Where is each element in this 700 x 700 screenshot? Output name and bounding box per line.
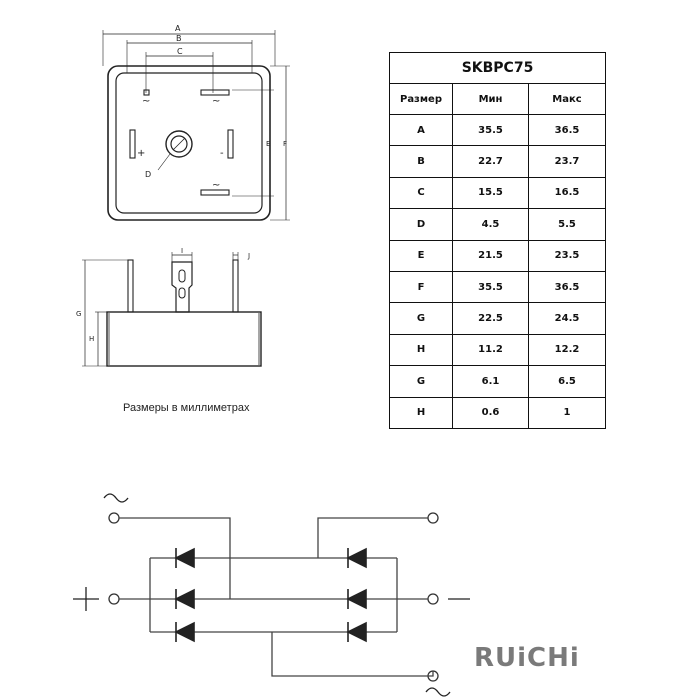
units-caption: Размеры в миллиметрах: [123, 402, 250, 414]
dim-label-c: C: [177, 47, 183, 56]
dim-label-f: F: [283, 140, 287, 148]
dim-label-e: E: [266, 140, 270, 148]
diode-icon: [174, 547, 195, 569]
ac-wave-icon: [425, 687, 451, 697]
ac-symbol: ~: [212, 96, 220, 107]
bridge-schematic: [108, 512, 439, 682]
diode-icon: [174, 621, 195, 643]
dim-label-b: B: [176, 34, 182, 43]
diode-icon: [346, 547, 367, 569]
dim-label-a: A: [175, 24, 181, 33]
top-view: [102, 30, 290, 221]
header-size: Размер: [389, 83, 453, 115]
table-title: SKBPC75: [389, 52, 606, 84]
schematic-symbols: [73, 493, 470, 697]
side-view: [82, 252, 262, 367]
side-view-labels: G H I J: [76, 247, 250, 343]
top-view-labels: A B C D E F ~ ~ ~ + -: [137, 24, 287, 191]
dim-label-i: I: [181, 247, 183, 255]
ac-wave-icon: [103, 493, 129, 503]
brand-logo: RUiCHi: [474, 643, 580, 673]
dim-label-h: H: [89, 335, 94, 343]
plus-symbol: +: [137, 148, 145, 159]
dim-label-g: G: [76, 310, 81, 318]
diode-icon: [174, 588, 195, 610]
ac-symbol: ~: [212, 180, 220, 191]
diodes: [174, 547, 367, 643]
header-max: Макс: [528, 83, 606, 115]
dim-label-j: J: [247, 252, 250, 260]
diode-icon: [346, 621, 367, 643]
dim-label-d: D: [145, 170, 151, 179]
header-min: Мин: [452, 83, 529, 115]
minus-symbol: -: [220, 148, 224, 159]
diode-icon: [346, 588, 367, 610]
ac-symbol: ~: [142, 96, 150, 107]
